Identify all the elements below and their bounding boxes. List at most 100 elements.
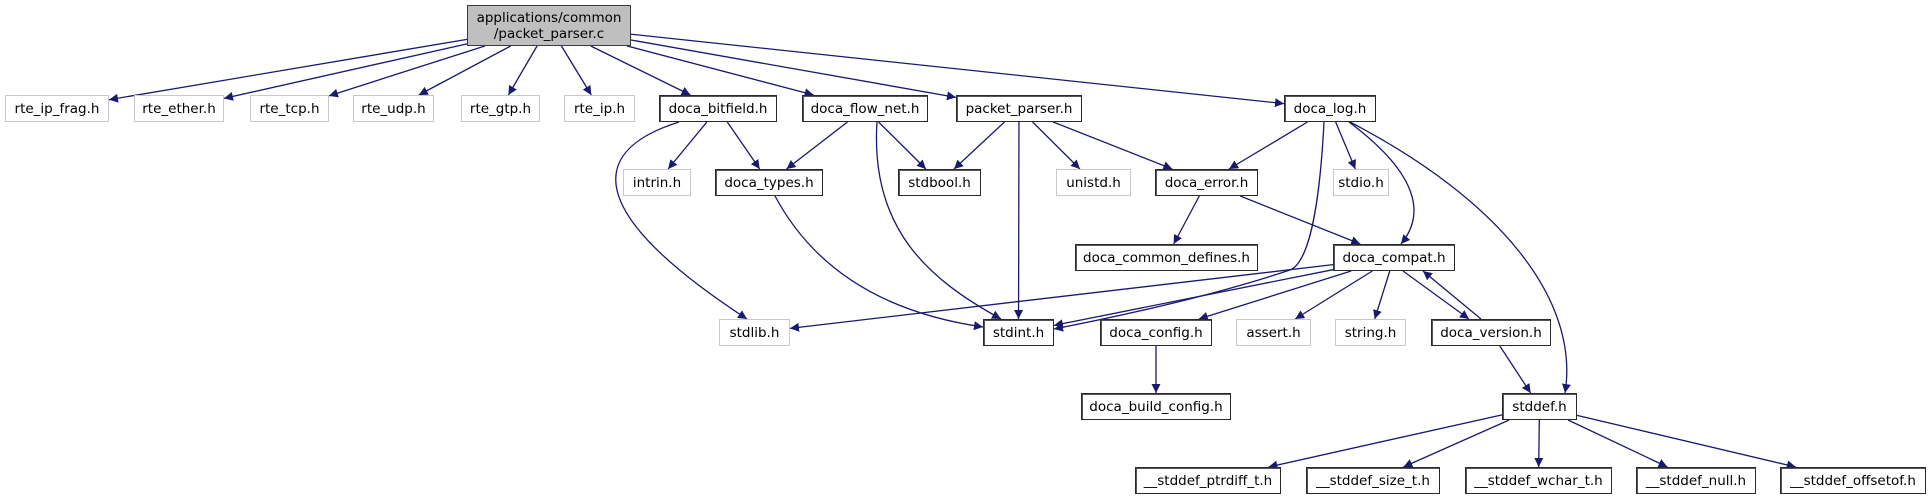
node-label: doca_common_defines.h bbox=[1083, 249, 1250, 266]
node-label: stdbool.h bbox=[908, 174, 971, 191]
node-doca-flow-net-h[interactable]: doca_flow_net.h bbox=[802, 95, 928, 122]
node-label: assert.h bbox=[1246, 324, 1301, 341]
edge-root-to-packet_parser_h bbox=[630, 39, 957, 101]
node-intrin-h[interactable]: intrin.h bbox=[623, 169, 691, 196]
edge-doca_compat-to-stdlib bbox=[789, 264, 1334, 332]
node-label: applications/common /packet_parser.c bbox=[476, 9, 622, 42]
edge-doca_log-to-stddef bbox=[1349, 121, 1571, 394]
node-label: doca_types.h bbox=[724, 174, 814, 191]
node-rte-tcp-h[interactable]: rte_tcp.h bbox=[250, 95, 329, 122]
edge-doca_compat-to-doca_version bbox=[1402, 270, 1470, 320]
node-assert-h[interactable]: assert.h bbox=[1236, 319, 1311, 346]
edge-doca_error-to-doca_compat bbox=[1240, 195, 1361, 245]
edge-doca_log-to-doca_compat bbox=[1348, 121, 1415, 245]
edge-packet_parser_h-to-doca_error bbox=[1052, 121, 1173, 170]
node-label: __stddef_size_t.h bbox=[1316, 472, 1430, 489]
edge-doca_error-to-doca_common_defines bbox=[1173, 195, 1200, 245]
edge-doca_compat-to-stdint bbox=[1053, 269, 1334, 329]
edge-doca_log-to-doca_error bbox=[1228, 121, 1308, 170]
node-label: doca_compat.h bbox=[1342, 249, 1446, 266]
node-label: doca_bitfield.h bbox=[668, 100, 768, 117]
edge-doca_version-to-stddef bbox=[1499, 345, 1532, 394]
node-label: unistd.h bbox=[1066, 174, 1121, 191]
node-doca-log-h[interactable]: doca_log.h bbox=[1284, 95, 1376, 122]
edge-stddef-to-stddef_offsetof bbox=[1576, 414, 1796, 470]
edge-root-to-rte_gtp bbox=[507, 45, 538, 96]
node-label: doca_build_config.h bbox=[1089, 398, 1223, 415]
node-doca-version-h[interactable]: doca_version.h bbox=[1431, 319, 1551, 346]
node-label: rte_gtp.h bbox=[469, 100, 532, 117]
node-label: __stddef_null.h bbox=[1645, 472, 1747, 489]
edge-doca_types-to-stdint bbox=[774, 195, 984, 331]
node-stdbool-h[interactable]: stdbool.h bbox=[898, 169, 981, 196]
edge-root-to-rte_udp bbox=[418, 45, 511, 96]
node-packet-parser-h[interactable]: packet_parser.h bbox=[956, 95, 1082, 122]
node-stddef-ptrdiff-t-h[interactable]: __stddef_ptrdiff_t.h bbox=[1135, 467, 1281, 494]
node-doca-error-h[interactable]: doca_error.h bbox=[1155, 169, 1258, 196]
node-label: rte_ip_frag.h bbox=[14, 100, 100, 117]
node-doca-types-h[interactable]: doca_types.h bbox=[715, 169, 823, 196]
node-rte-udp-h[interactable]: rte_udp.h bbox=[353, 95, 434, 122]
node-label: doca_flow_net.h bbox=[810, 100, 920, 117]
node-label: rte_ether.h bbox=[142, 100, 216, 117]
node-stddef-offsetof-h[interactable]: __stddef_offsetof.h bbox=[1780, 467, 1926, 494]
node-string-h[interactable]: string.h bbox=[1335, 319, 1406, 346]
node-label: __stddef_ptrdiff_t.h bbox=[1143, 472, 1273, 489]
node-label: stdint.h bbox=[992, 324, 1045, 341]
edge-root-to-doca_log bbox=[630, 33, 1285, 108]
node-label: rte_tcp.h bbox=[259, 100, 320, 117]
node-label: packet_parser.h bbox=[965, 100, 1073, 117]
node-label: rte_ip.h bbox=[573, 100, 626, 117]
edge-doca_log-to-stdio bbox=[1335, 121, 1357, 170]
edge-doca_compat-to-doca_config bbox=[1198, 270, 1352, 321]
node-label: string.h bbox=[1344, 324, 1397, 341]
node-label: stdio.h bbox=[1338, 174, 1384, 191]
node-label: __stddef_offsetof.h bbox=[1790, 472, 1916, 489]
edge-doca_compat-to-assert bbox=[1294, 270, 1373, 320]
node-label: doca_log.h bbox=[1293, 100, 1367, 117]
edge-root-to-rte_ip bbox=[560, 45, 592, 96]
node-doca-common-defines-h[interactable]: doca_common_defines.h bbox=[1075, 244, 1258, 271]
node-doca-build-config-h[interactable]: doca_build_config.h bbox=[1081, 393, 1231, 420]
edge-doca_compat-to-string bbox=[1373, 270, 1391, 320]
node-label: __stddef_wchar_t.h bbox=[1474, 472, 1603, 489]
edge-packet_parser_h-to-stdbool bbox=[953, 121, 1005, 170]
edge-doca_bitfield-to-intrin bbox=[667, 121, 708, 170]
node-rte-ether-h[interactable]: rte_ether.h bbox=[134, 95, 224, 122]
node-stddef-h[interactable]: stddef.h bbox=[1502, 393, 1577, 420]
node-stddef-wchar-t-h[interactable]: __stddef_wchar_t.h bbox=[1465, 467, 1612, 494]
edge-doca_bitfield-to-stdlib bbox=[615, 121, 748, 320]
node-unistd-h[interactable]: unistd.h bbox=[1056, 169, 1131, 196]
node-rte-gtp-h[interactable]: rte_gtp.h bbox=[461, 95, 540, 122]
edge-stddef-to-stddef_ptrdiff bbox=[1268, 414, 1503, 470]
edge-root-to-rte_ether bbox=[223, 43, 468, 101]
edge-doca_bitfield-to-doca_types bbox=[726, 121, 761, 170]
node-stdio-h[interactable]: stdio.h bbox=[1333, 169, 1389, 196]
node-label: doca_version.h bbox=[1440, 324, 1542, 341]
edge-stddef-to-stddef_null bbox=[1567, 419, 1668, 468]
node-stddef-null-h[interactable]: __stddef_null.h bbox=[1636, 467, 1756, 494]
node-label: doca_config.h bbox=[1109, 324, 1203, 341]
node-doca-bitfield-h[interactable]: doca_bitfield.h bbox=[659, 95, 777, 122]
node-label: stddef.h bbox=[1512, 398, 1567, 415]
node-label: intrin.h bbox=[632, 174, 682, 191]
edge-stddef-to-stddef_size bbox=[1403, 419, 1510, 468]
edge-doca_flow_net-to-stdint bbox=[875, 121, 1002, 320]
edge-root-to-rte_tcp bbox=[328, 45, 486, 98]
edge-root-to-doca_flow_net bbox=[626, 45, 814, 98]
node-doca-config-h[interactable]: doca_config.h bbox=[1100, 319, 1212, 346]
node-rte-ip-h[interactable]: rte_ip.h bbox=[564, 95, 635, 122]
node-stddef-size-t-h[interactable]: __stddef_size_t.h bbox=[1306, 467, 1440, 494]
edge-root-to-doca_bitfield bbox=[590, 45, 691, 96]
node-rte-ip-frag-h[interactable]: rte_ip_frag.h bbox=[5, 95, 109, 122]
edge-doca_log-to-stdint bbox=[1053, 121, 1325, 332]
node-root-packet-parser-c[interactable]: applications/common /packet_parser.c bbox=[467, 5, 631, 46]
node-stdlib-h[interactable]: stdlib.h bbox=[719, 319, 790, 346]
edge-doca_version-to-doca_compat bbox=[1422, 270, 1482, 320]
edge-doca_flow_net-to-doca_types bbox=[786, 121, 848, 170]
edge-root-to-rte_ip_frag bbox=[108, 38, 468, 103]
node-stdint-h[interactable]: stdint.h bbox=[983, 319, 1054, 346]
node-doca-compat-h[interactable]: doca_compat.h bbox=[1333, 244, 1455, 271]
